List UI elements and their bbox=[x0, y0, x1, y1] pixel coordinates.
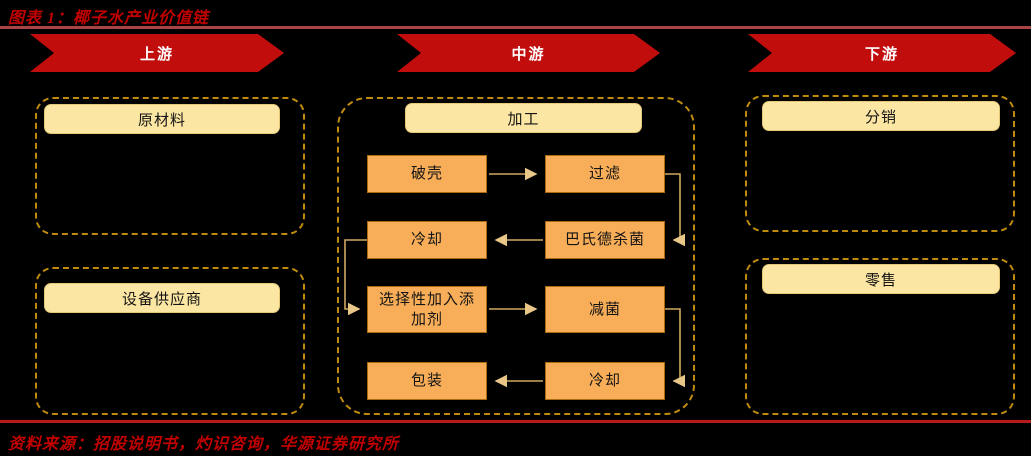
banner-midstream-label: 中游 bbox=[511, 45, 546, 63]
source-note: 资料来源：招股说明书，灼识咨询，华源证券研究所 bbox=[8, 436, 400, 453]
footer-divider-line bbox=[0, 420, 1031, 423]
banner-midstream: 中游 bbox=[397, 34, 660, 72]
equipment-suppliers-header: 设备供应商 bbox=[44, 283, 280, 313]
retail-header: 零售 bbox=[762, 264, 1000, 294]
process-step-add-additives: 选择性加入添加剂 bbox=[367, 286, 487, 333]
process-step-reduce-bacteria: 减菌 bbox=[545, 286, 665, 333]
upstream-raw-materials-group: 原材料 bbox=[35, 97, 305, 235]
upstream-equipment-suppliers-group: 设备供应商 bbox=[35, 267, 305, 415]
process-step-package: 包装 bbox=[367, 362, 487, 400]
downstream-retail-group: 零售 bbox=[745, 258, 1015, 415]
distribution-header: 分销 bbox=[762, 101, 1000, 131]
midstream-processing-group: 加工 bbox=[337, 97, 695, 415]
banner-downstream-label: 下游 bbox=[864, 45, 899, 63]
banner-upstream-label: 上游 bbox=[139, 45, 174, 63]
title-divider-line bbox=[0, 26, 1031, 29]
process-step-filter: 过滤 bbox=[545, 155, 665, 193]
process-step-cool-1: 冷却 bbox=[367, 221, 487, 259]
processing-header: 加工 bbox=[405, 103, 642, 133]
raw-materials-header: 原材料 bbox=[44, 104, 280, 134]
process-step-pasteurize: 巴氏德杀菌 bbox=[545, 221, 665, 259]
process-step-cool-2: 冷却 bbox=[545, 362, 665, 400]
figure-title: 图表 1：椰子水产业价值链 bbox=[8, 10, 210, 27]
banner-upstream: 上游 bbox=[30, 34, 284, 72]
downstream-distribution-group: 分销 bbox=[745, 95, 1015, 232]
banner-downstream: 下游 bbox=[748, 34, 1016, 72]
process-step-break-shell: 破壳 bbox=[367, 155, 487, 193]
